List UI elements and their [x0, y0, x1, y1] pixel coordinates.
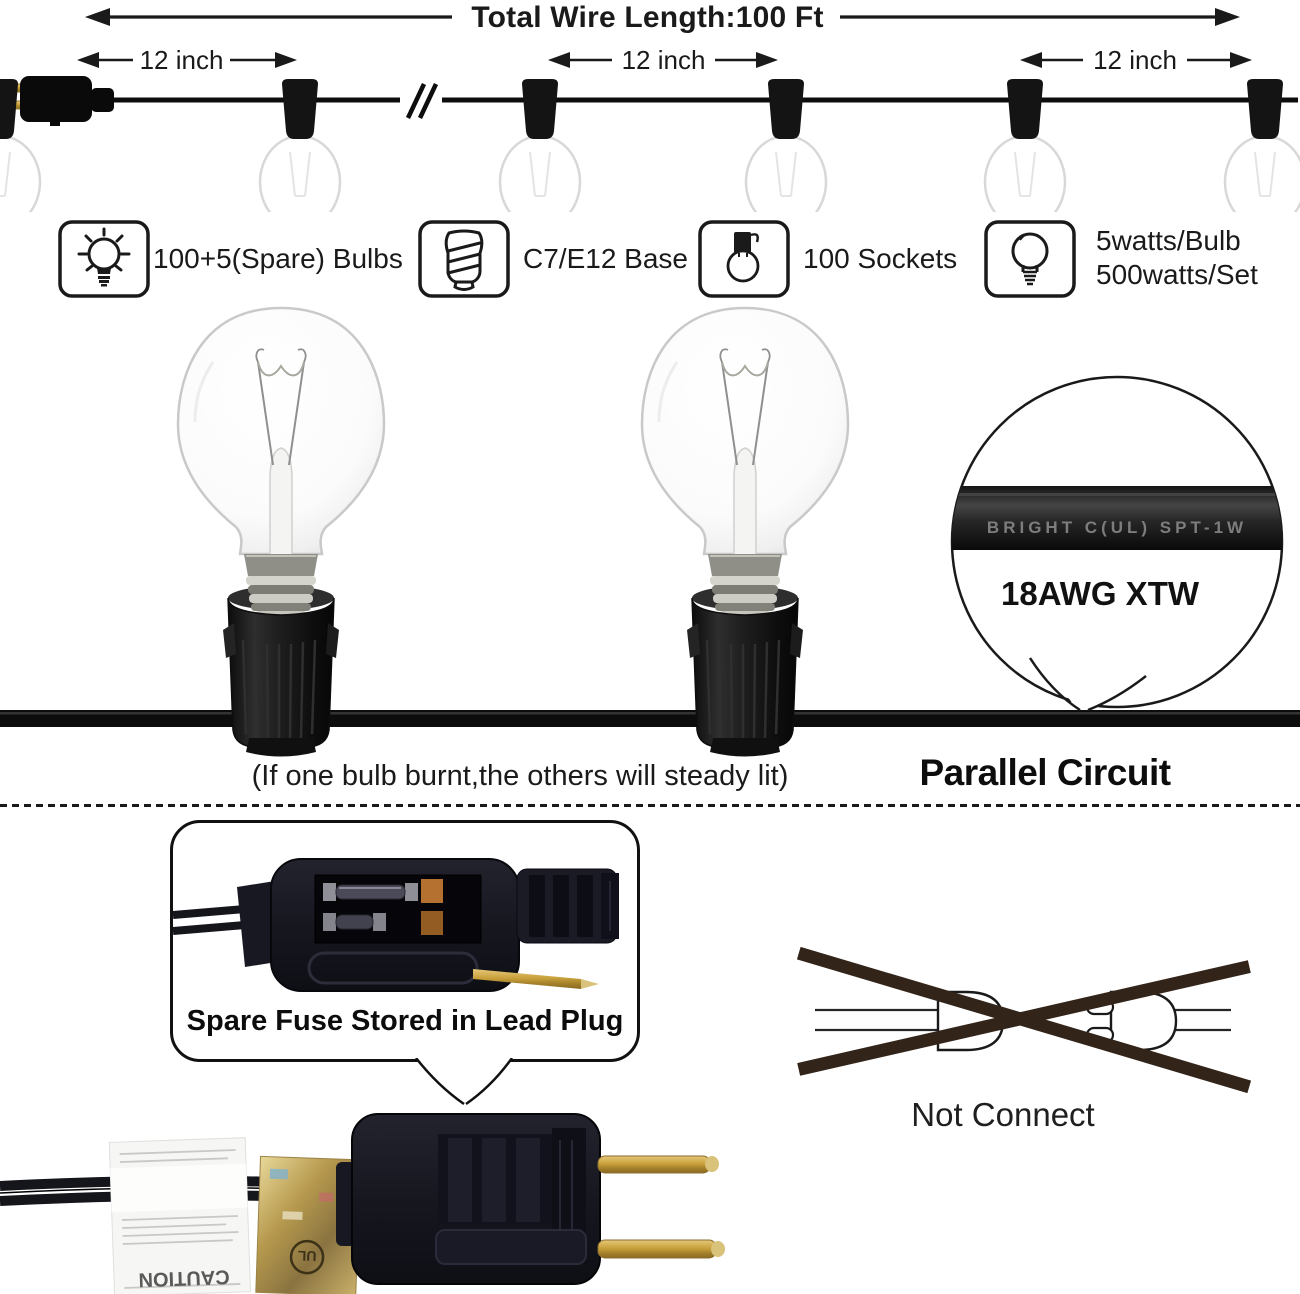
string-diagram — [0, 8, 1300, 212]
plug-body — [20, 76, 92, 122]
glass-bulb-photo — [176, 306, 386, 757]
total-wire-length-label: Total Wire Length:100 Ft — [471, 1, 824, 34]
faint-bulb — [0, 134, 42, 212]
glass-fuse-2 — [323, 911, 443, 935]
lead-plug — [1, 76, 114, 126]
parallel-caption: (If one bulb burnt,the others will stead… — [251, 760, 789, 792]
bulb-socket — [227, 597, 335, 748]
wire-magnifier-callout: BRIGHT C(UL) SPT-1W 18AWG XTW — [950, 375, 1284, 712]
watts-per-bulb: 5watts/Bulb — [1096, 225, 1241, 256]
socket-clip-tab — [326, 623, 339, 658]
ul-logo: UL — [289, 1239, 325, 1275]
bulbs-on-cord-photo: BRIGHT C(UL) SPT-1W 18AWG XTW — [0, 306, 1300, 758]
fuse-callout-box: Spare Fuse Stored in Lead Plug — [170, 820, 640, 1062]
parallel-circuit-label: Parallel Circuit — [919, 752, 1171, 793]
fuse-note: Spare Fuse Stored in Lead Plug — [186, 1005, 624, 1037]
caution-text: CAUTION — [138, 1265, 230, 1290]
bulb-outline-icon — [984, 220, 1076, 298]
feature-label-bulbs: 100+5(Spare) Bulbs — [153, 243, 403, 274]
fuse-contact — [421, 911, 443, 935]
spacing-label-1: 12 inch — [139, 45, 224, 75]
spacing-label-2: 12 inch — [621, 45, 706, 75]
socket-with-bulb-icon — [698, 220, 790, 298]
embossed-band — [435, 1229, 587, 1265]
bulb-collar — [244, 554, 318, 576]
glass-fuse — [323, 879, 443, 903]
open-fuse-plug-photo — [173, 858, 619, 992]
spacing-arrows — [77, 52, 1252, 68]
bulb-filament — [255, 348, 307, 554]
not-connect-diagram — [796, 946, 1252, 1094]
cord-break-mark — [400, 83, 442, 119]
dashed-divider — [0, 804, 1300, 807]
not-connect-label: Not Connect — [911, 1096, 1095, 1133]
callout-tail — [415, 1058, 514, 1106]
plug-neck — [91, 88, 114, 112]
arrowhead-left — [85, 8, 110, 26]
fuse-contact — [421, 879, 443, 903]
caution-label-tag: CAUTION — [108, 1137, 252, 1294]
plug-wire — [173, 905, 246, 919]
mini-socket-with-bulb — [0, 79, 42, 212]
lead-plug-photo: CAUTION UL — [0, 1113, 725, 1294]
feature-label-base: C7/E12 Base — [523, 243, 688, 274]
svg-text:UL: UL — [297, 1248, 317, 1265]
plug-prongs — [597, 1155, 725, 1259]
spacing-label-3: 12 inch — [1093, 45, 1177, 75]
cross-out-x — [796, 946, 1252, 1094]
plug-prong — [473, 969, 581, 989]
embossed-panel — [307, 951, 479, 985]
arrowhead-right — [1215, 8, 1240, 26]
feature-label-sockets: 100 Sockets — [803, 243, 958, 274]
wire-closeup — [952, 486, 1282, 550]
watts-per-set: 500watts/Set — [1096, 259, 1258, 290]
wire-spec-text: 18AWG XTW — [1001, 575, 1200, 612]
feature-label-watts: 5watts/Bulb 500watts/Set — [1096, 224, 1300, 292]
socket-clip-tab — [223, 623, 236, 658]
fuse-cover-slider — [516, 868, 619, 944]
wire-print-text: BRIGHT C(UL) SPT-1W — [987, 518, 1247, 537]
glowing-bulb-icon — [58, 220, 150, 298]
glass-bulb-photo-2 — [640, 306, 850, 758]
screw-base-icon — [418, 220, 510, 298]
mini-socket — [0, 79, 18, 139]
plug-body — [336, 1113, 601, 1285]
